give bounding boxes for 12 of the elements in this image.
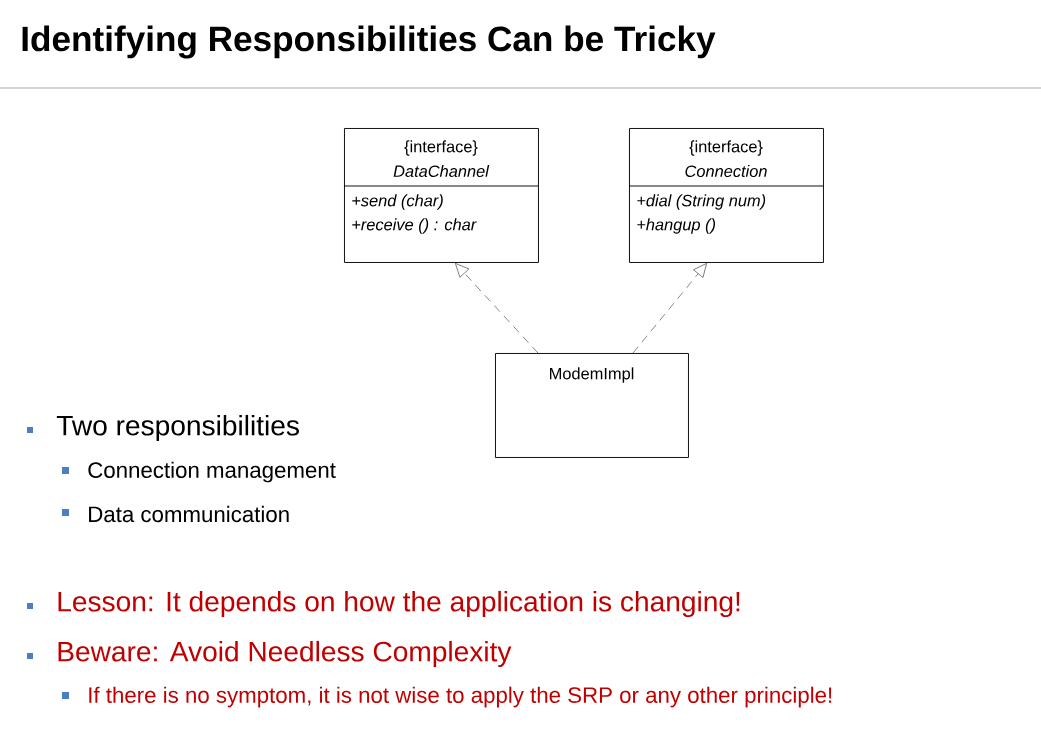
class-box: ModemImpl [495,353,689,458]
bullet-text: Two responsibilities [56,414,299,442]
bullet-text: Data communication [89,505,289,523]
bullet-text: Beware: Avoid Needless Complexity [58,640,512,668]
bullet-text: Connection management [88,461,336,483]
title: Identifying Responsibilities Can be Tricky [22,25,716,59]
realization-arrow [455,263,539,354]
realization-arrow [632,263,707,354]
interface-box: {interface} Connection +dial (String num) +hangup () [628,128,824,263]
bullet-text: Lesson: It depends on how the application is changing! [58,590,740,618]
bullet-text: If there is no symptom, it is not wise to apply the SRP or any other principle! [89,686,832,708]
interface-box: {interface} DataChannel +send (char) +receive () : char [343,128,539,263]
